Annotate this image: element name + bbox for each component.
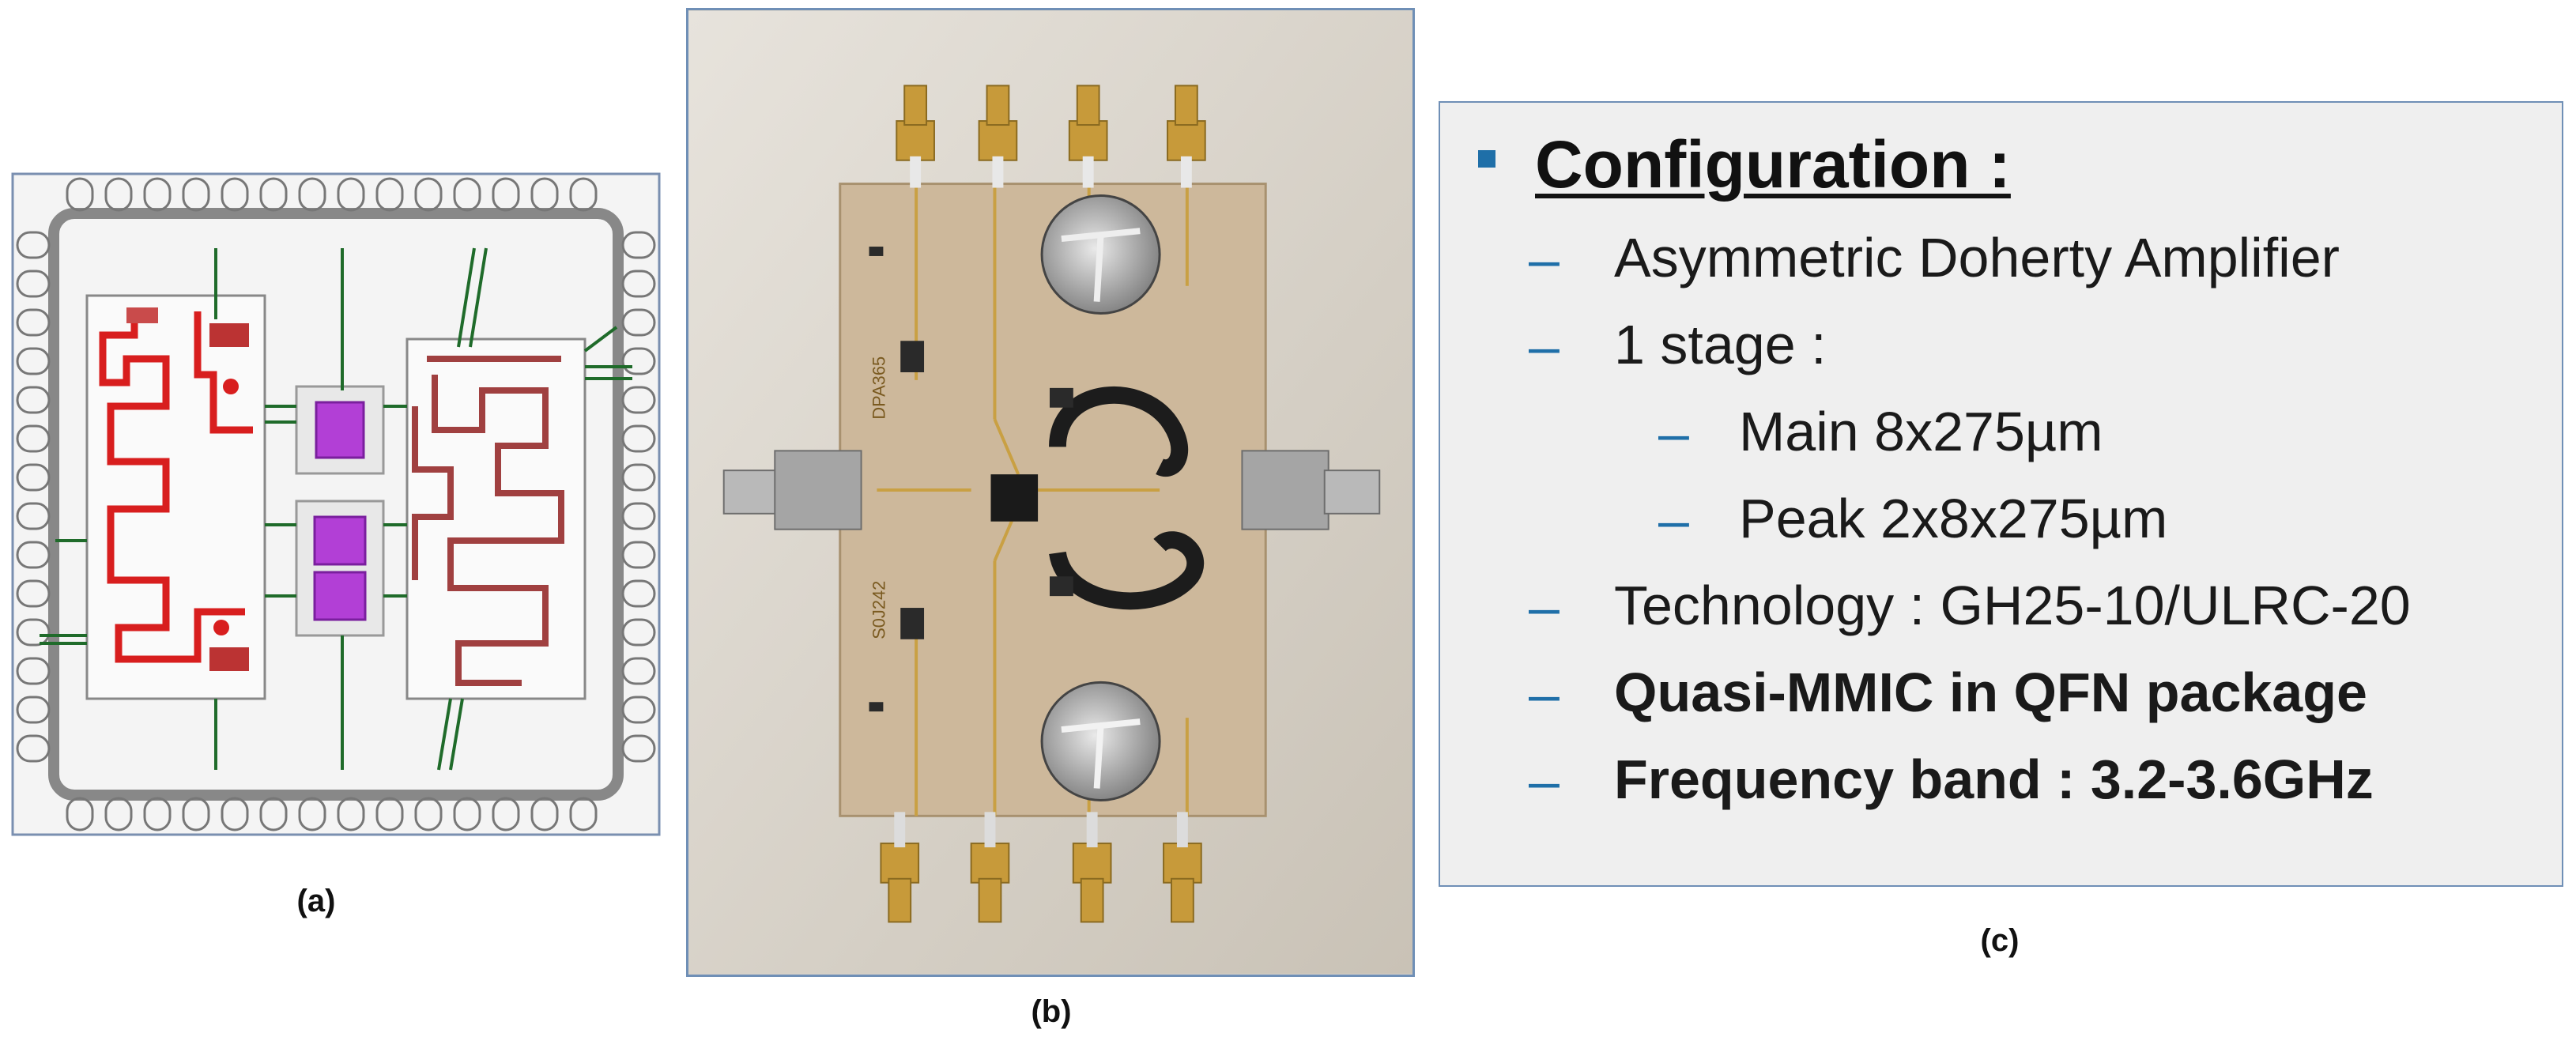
qfn-pad [16,541,51,569]
brown-trace-right [427,356,564,686]
qfn-pad [453,797,481,831]
qfn-pad [221,177,249,212]
qfn-pad [621,502,656,530]
qfn-pad [16,618,51,647]
qfn-pad [16,386,51,414]
qfn-pad [16,734,51,763]
config-item-peak: Peak 2x8x275µm [1739,488,2168,549]
qfn-pad [298,177,326,212]
main-transistor [315,401,365,459]
qfn-pad [375,177,404,212]
config-item-main: Main 8x275µm [1739,401,2103,462]
qfn-pad [414,797,443,831]
qfn-pad [621,424,656,453]
qfn-pad [492,177,520,212]
dash-icon: – [1529,315,1560,377]
qfn-pad [16,270,51,298]
qfn-pad [16,696,51,724]
qfn-pad [143,177,172,212]
qfn-pad [621,618,656,647]
qfn-pad [621,696,656,724]
qfn-pad [16,231,51,259]
bond-wires [40,247,632,771]
configuration-box: Configuration : – Asymmetric Doherty Amp… [1439,101,2563,887]
qfn-pad [621,270,656,298]
qfn-pad [414,177,443,212]
qfn-pad [259,797,288,831]
qfn-pad [182,797,210,831]
config-item-frequency: Frequency band : 3.2-3.6GHz [1614,748,2374,810]
qfn-pad [221,797,249,831]
qfn-pad [16,347,51,375]
qfn-pad [16,657,51,685]
qfn-pad [375,797,404,831]
dash-icon: – [1658,402,1689,464]
dash-icon: – [1529,750,1560,812]
chip-layout-drawing [11,172,661,836]
qfn-pad [621,231,656,259]
qfn-pad [453,177,481,212]
qfn-pad [569,797,598,831]
red-trace-left [99,311,245,663]
qfn-pad [143,797,172,831]
sma-output [1241,450,1381,530]
coax-loop-top [1049,386,1189,477]
sma-input [722,450,862,530]
qfn-pad [16,308,51,337]
qfn-pad [621,657,656,685]
qfn-pad [16,579,51,608]
qfn-pad [337,797,365,831]
config-item-stage: 1 stage : [1614,314,1827,375]
square-bullet-icon [1478,150,1495,168]
board-photo: DPA365 S0J242 [686,8,1415,977]
board-label-bottom: S0J242 [869,581,888,639]
qfn-pad [66,797,94,831]
left-substrate [85,294,266,700]
qfn-pad [492,797,520,831]
dash-icon: – [1529,663,1560,725]
pads-right [621,231,656,763]
sma-connectors-top [896,85,1206,188]
qfn-pad [621,734,656,763]
config-item-technology: Technology : GH25-10/ULRC-20 [1614,575,2411,636]
peak-transistor-1 [313,515,367,566]
caption-b: (b) [1031,994,1072,1029]
config-item-type: Asymmetric Doherty Amplifier [1614,227,2340,288]
sma-connectors-bottom [880,812,1202,923]
qfn-pad [621,463,656,492]
qfn-chip [990,474,1039,522]
dash-icon: – [1529,576,1560,638]
qfn-pad [182,177,210,212]
dash-icon: – [1529,228,1560,290]
qfn-pad [621,579,656,608]
qfn-pad [530,797,559,831]
qfn-pad [621,308,656,337]
qfn-pad [104,797,133,831]
qfn-pad [569,177,598,212]
pads-left [16,231,51,763]
qfn-pad [104,177,133,212]
qfn-pad [298,797,326,831]
pads-bottom [66,797,598,831]
caption-c: (c) [1980,923,2020,958]
dash-icon: – [1658,489,1689,551]
qfn-pad [16,502,51,530]
qfn-pad [621,541,656,569]
qfn-pad [16,463,51,492]
caption-a: (a) [296,884,336,918]
pads-top [66,177,598,212]
qfn-pad [66,177,94,212]
board-label-top: DPA365 [869,356,888,420]
config-item-package: Quasi-MMIC in QFN package [1614,662,2367,723]
qfn-pad [621,386,656,414]
qfn-pad [621,347,656,375]
configuration-title: Configuration : [1535,127,2011,202]
peak-transistor-2 [313,571,367,621]
coax-loop-bottom [1049,531,1205,610]
qfn-pad [259,177,288,212]
qfn-pad [337,177,365,212]
qfn-pad [16,424,51,453]
qfn-pad [530,177,559,212]
